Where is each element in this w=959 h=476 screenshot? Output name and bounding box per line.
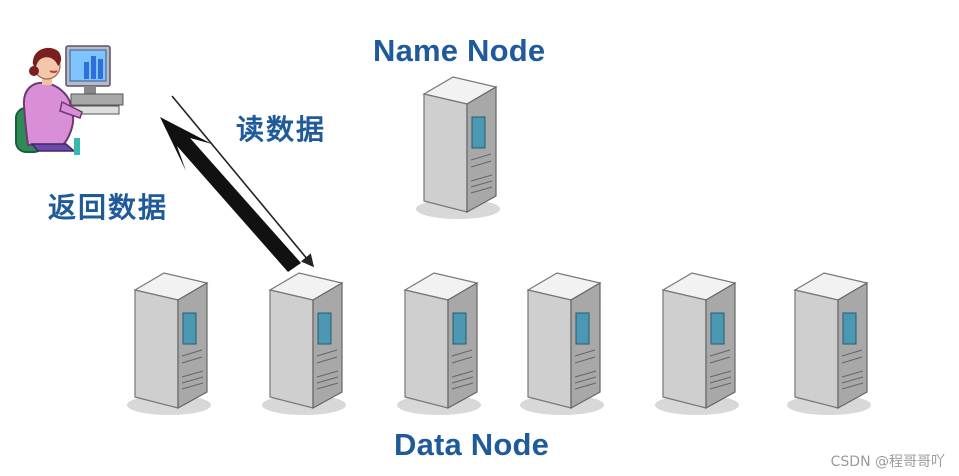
data-node-label: Data Node <box>394 427 550 462</box>
name-node-server <box>408 72 508 222</box>
watermark: CSDN @程哥哥吖 <box>830 454 945 470</box>
data-node-server-2 <box>254 268 354 418</box>
name-node-label: Name Node <box>373 33 546 68</box>
data-node-server-5 <box>647 268 747 418</box>
read-data-label: 读数据 <box>236 113 327 146</box>
user-at-computer-icon <box>8 38 128 156</box>
data-node-server-4 <box>512 268 612 418</box>
return-data-label: 返回数据 <box>48 191 169 224</box>
data-node-server-3 <box>389 268 489 418</box>
data-node-server-6 <box>779 268 879 418</box>
data-node-server-1 <box>119 268 219 418</box>
